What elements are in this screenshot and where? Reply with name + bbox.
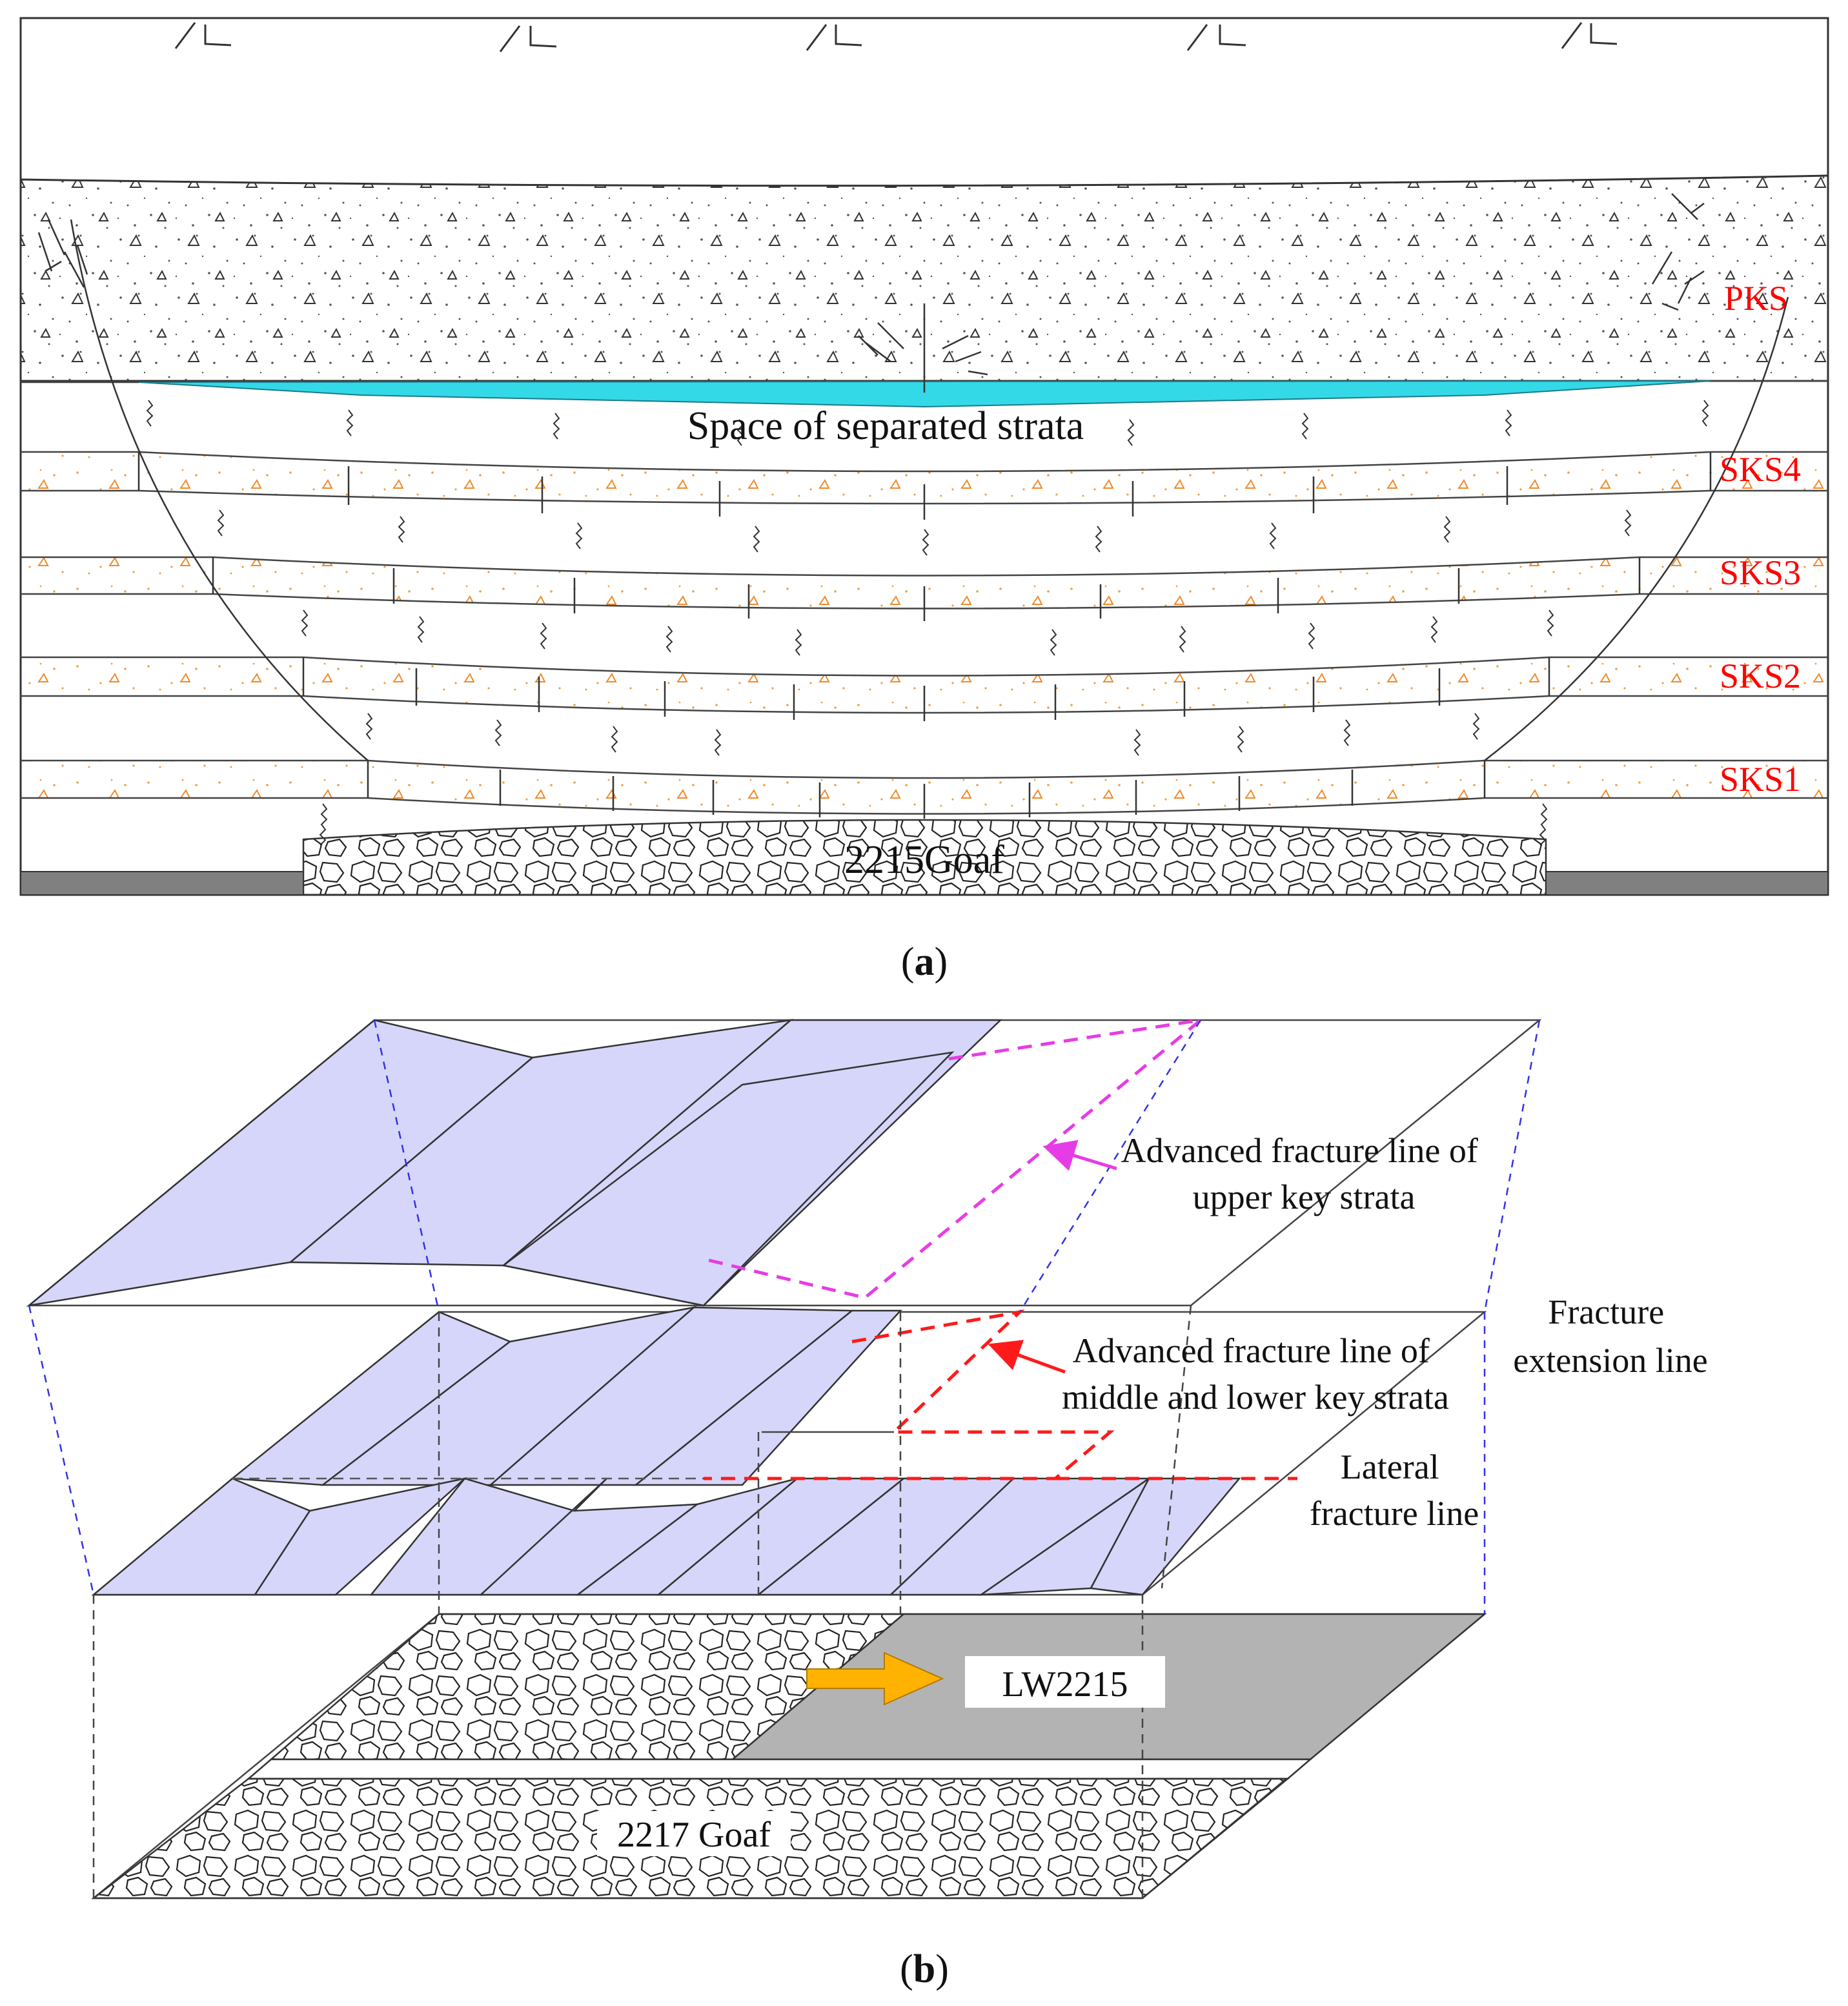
middle-broken-blocks: [230, 1305, 902, 1486]
surface-grass-marks: [174, 22, 1618, 52]
sks4-band: [21, 452, 1828, 504]
sks4-label: SKS4: [1720, 450, 1801, 489]
pks-fracture-marks: [37, 193, 1705, 393]
caving-boundary-lines: [70, 219, 1789, 761]
panel-a-section-view: Space of separated strata PKS SKS4 SKS3 …: [19, 17, 1829, 896]
roadway-strip: [246, 1758, 1313, 1780]
panel-a-frame: [19, 17, 1829, 896]
coal-seam-left: [20, 871, 304, 896]
middle-fracture-label: Advanced fracture line of middle and low…: [1062, 1331, 1449, 1417]
sks3-band: [21, 557, 1828, 609]
sks2-label: SKS2: [1720, 657, 1801, 695]
goaf-2215-zone: [302, 819, 1547, 896]
caption-a: (a): [901, 940, 948, 984]
zigzag-fractures: [146, 400, 1709, 846]
lw2215-label-box: [965, 1656, 1165, 1708]
block-joints: [137, 452, 1712, 819]
sks3-label: SKS3: [1720, 553, 1801, 592]
caption-b: (b): [900, 1947, 949, 1991]
lw2215-label: LW2215: [1002, 1664, 1128, 1704]
separated-strata-space: [138, 380, 1711, 408]
separated-strata-label: Space of separated strata: [687, 404, 1084, 448]
upper-fracture-label: Advanced fracture line of upper key stra…: [1121, 1131, 1487, 1216]
goaf-2217-label: 2217 Goaf: [617, 1815, 771, 1855]
goaf-2217-label-box: [597, 1811, 791, 1856]
middle-fracture-arrow: [988, 1340, 1066, 1374]
panel-b-3d-view: LW2215 2217 Goaf Advanced fracture line …: [26, 1018, 1708, 1899]
advance-direction-arrow: [806, 1652, 944, 1706]
lower-sawtooth-blocks: [91, 1477, 1241, 1596]
strata-boundaries: [21, 380, 1828, 815]
pks-label: PKS: [1724, 279, 1788, 318]
middle-advanced-fracture-line: [704, 1309, 1115, 1480]
coal-seam-right: [1545, 871, 1829, 896]
lateral-label: Lateral fracture line: [1310, 1448, 1479, 1533]
goaf-2215-label: 2215Goaf: [844, 838, 1004, 882]
extension-label: Fracture extension line: [1513, 1293, 1707, 1380]
upper-fracture-arrow: [1042, 1140, 1117, 1171]
projection-dashed-lines: [92, 1305, 1192, 1898]
sks1-label: SKS1: [1720, 760, 1801, 799]
sks2-band: [21, 657, 1828, 713]
upper-advanced-fracture-line: [703, 1018, 1206, 1300]
pks-layer: [19, 174, 1829, 382]
